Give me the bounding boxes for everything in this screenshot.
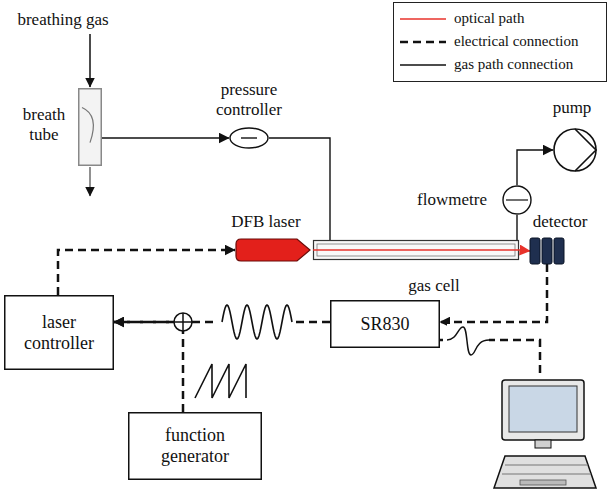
optical-path: [519, 250, 530, 251]
detector: detector: [530, 238, 564, 264]
electrical-connection: [114, 322, 183, 412]
gas-path: [517, 150, 553, 185]
gas-cell: gas cell: [313, 240, 519, 260]
legend-entry: gas path connection: [400, 53, 600, 76]
gas-inlet-arrow: [89, 34, 91, 87]
legend-entry: electrical connection: [400, 30, 600, 53]
box-label: function generator: [139, 425, 251, 467]
pump: pump: [553, 128, 597, 172]
signal-waveform: [447, 327, 489, 355]
legend-entry: optical path: [400, 7, 600, 30]
flowmetre: flowmetre: [502, 185, 532, 215]
waveform-patch: [447, 324, 489, 358]
gas-cell-shape: [313, 240, 519, 260]
legend-sample: [400, 36, 446, 48]
legend-sample: [400, 13, 446, 25]
legend-box: optical path electrical connection gas pat…: [393, 2, 607, 82]
flow-label: breathing gas: [17, 10, 108, 30]
box-label: SR830: [337, 314, 433, 335]
process-box: function generator: [128, 412, 262, 480]
process-box: SR830: [330, 300, 440, 348]
flowmetre-shape: [502, 185, 532, 215]
adder-symbol: [182, 313, 184, 331]
breath-tube: breath tube: [78, 88, 102, 166]
adder-symbol: [174, 313, 192, 331]
waveform-patch: [218, 302, 296, 342]
breath-tube-shape: [78, 88, 102, 166]
component-label: flowmetre: [410, 190, 494, 210]
legend-text: electrical connection: [454, 33, 579, 50]
component-label: pressure controller: [201, 80, 297, 120]
dfb-laser-shape: [235, 238, 311, 262]
legend-sample: [400, 59, 446, 71]
pump-shape: [553, 128, 597, 172]
sawtooth-waveform: [195, 364, 246, 398]
pressure-controller: pressure controller: [229, 127, 269, 149]
detector-shape: [530, 238, 564, 264]
component-label: breath tube: [16, 105, 72, 145]
sine-waveform: [222, 305, 292, 339]
gas-path: [516, 215, 517, 240]
box-label: laser controller: [11, 312, 107, 354]
component-label: pump: [547, 98, 597, 118]
pressure-controller-shape: [229, 127, 269, 149]
legend-text: optical path: [454, 10, 524, 27]
process-box: laser controller: [4, 295, 114, 370]
component-label: detector: [523, 212, 597, 232]
computer-icon: [494, 380, 596, 488]
dfb-laser: DFB laser: [235, 238, 311, 262]
electrical-connection: [58, 250, 235, 295]
gas-path: [102, 137, 229, 138]
gas-outlet-arrow: [89, 167, 90, 196]
legend-text: gas path connection: [454, 56, 573, 73]
component-label: gas cell: [394, 276, 474, 296]
component-label: DFB laser: [220, 212, 312, 232]
